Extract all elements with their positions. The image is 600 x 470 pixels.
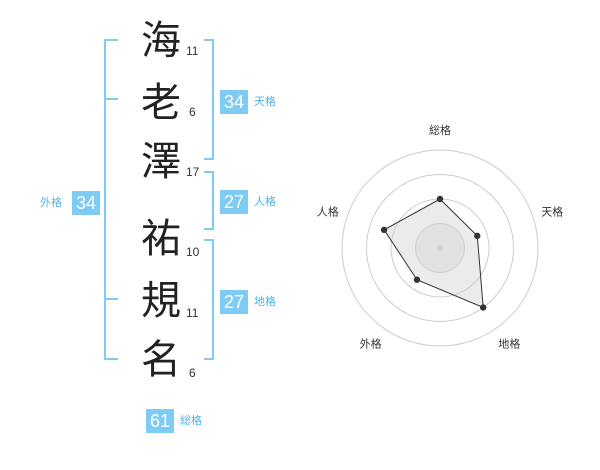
gaikaku-bracket-line (104, 39, 106, 360)
surname-strokes-2: 6 (189, 105, 196, 119)
radar-data-point (474, 232, 481, 240)
jinkaku-bracket-line (212, 171, 214, 230)
jinkaku-bracket-bottom (204, 228, 214, 230)
radar-ring (366, 174, 514, 322)
radar-axis-label: 外格 (360, 336, 382, 350)
surname-strokes-1: 11 (186, 44, 199, 58)
soukaku-label: 総格 (180, 414, 202, 427)
chikaku-bracket-line (212, 239, 214, 360)
jinkaku-label: 人格 (254, 195, 276, 208)
radar-data-point (480, 304, 487, 311)
given-strokes-3: 6 (189, 366, 196, 380)
jinkaku-value-badge: 27 (220, 190, 248, 214)
tenkaku-bracket-line (212, 39, 214, 160)
given-char-2: 規 (141, 278, 181, 324)
gaikaku-bracket-tick (104, 298, 118, 300)
radar-data-point (436, 195, 444, 203)
tenkaku-bracket-bottom (204, 158, 214, 160)
radar-center (437, 245, 443, 251)
radar-ring (341, 149, 539, 347)
radar-data-point (380, 226, 388, 234)
tenkaku-value-badge: 34 (220, 90, 248, 114)
tenkaku-label: 天格 (254, 95, 276, 108)
radar-axis-label: 総格 (429, 123, 451, 137)
radar-data-polygon (383, 198, 484, 309)
radar-axis-label: 人格 (317, 205, 339, 219)
radar-axis-label: 天格 (541, 205, 563, 219)
given-strokes-1: 10 (186, 245, 200, 259)
jinkaku-bracket-top (204, 171, 214, 173)
surname-strokes-3: 17 (186, 165, 200, 179)
given-strokes-2: 11 (186, 306, 199, 320)
chikaku-label: 地格 (254, 295, 276, 308)
given-char-3: 名 (141, 337, 181, 383)
surname-char-3: 澤 (141, 139, 181, 185)
radar-data-point (413, 276, 421, 283)
chikaku-bracket-bottom (204, 358, 214, 360)
given-char-1: 祐 (141, 216, 181, 262)
gaikaku-bracket-tick (104, 98, 118, 100)
surname-char-2: 老 (141, 80, 181, 126)
tenkaku-bracket-top (204, 39, 214, 41)
chikaku-bracket-top (204, 239, 214, 241)
radar-axis-label: 地格 (498, 336, 520, 350)
surname-char-1: 海 (141, 18, 181, 64)
gaikaku-bracket-bottom (104, 358, 118, 360)
gaikaku-label: 外格 (40, 196, 62, 209)
soukaku-value-badge: 61 (146, 409, 174, 433)
gaikaku-value-badge: 34 (72, 191, 100, 215)
gaikaku-bracket-top (104, 39, 118, 41)
chikaku-value-badge: 27 (220, 290, 248, 314)
